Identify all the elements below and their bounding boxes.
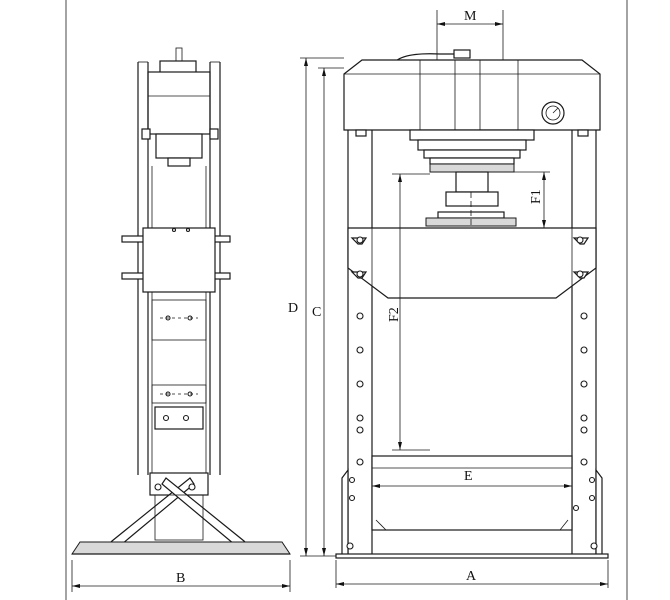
dim-m-label: M [464, 9, 477, 24]
side-top-cap [159, 60, 197, 74]
side-ram-housing [147, 71, 211, 135]
side-lower-plate [154, 406, 204, 430]
dim-e-label: E [464, 469, 473, 484]
ram-piston [455, 171, 489, 193]
side-view: B [71, 47, 291, 592]
upper-bolster [347, 227, 597, 299]
dim-c-label: C [312, 305, 321, 320]
side-valve-stem [175, 47, 183, 62]
front-base-plate [335, 553, 609, 559]
ram-flange [409, 129, 535, 141]
dim-a-label: A [466, 569, 477, 584]
lower-table [371, 455, 573, 531]
dim-d-label: D [288, 301, 298, 316]
side-piston [167, 157, 191, 167]
side-ram-block [155, 133, 203, 159]
dim-f1-label: F1 [529, 189, 544, 204]
front-view: M [288, 9, 609, 588]
side-base-plate [71, 541, 291, 555]
side-bolster-plate [142, 227, 216, 293]
dim-b-label: B [176, 571, 185, 586]
dim-f2-label: F2 [387, 307, 402, 322]
